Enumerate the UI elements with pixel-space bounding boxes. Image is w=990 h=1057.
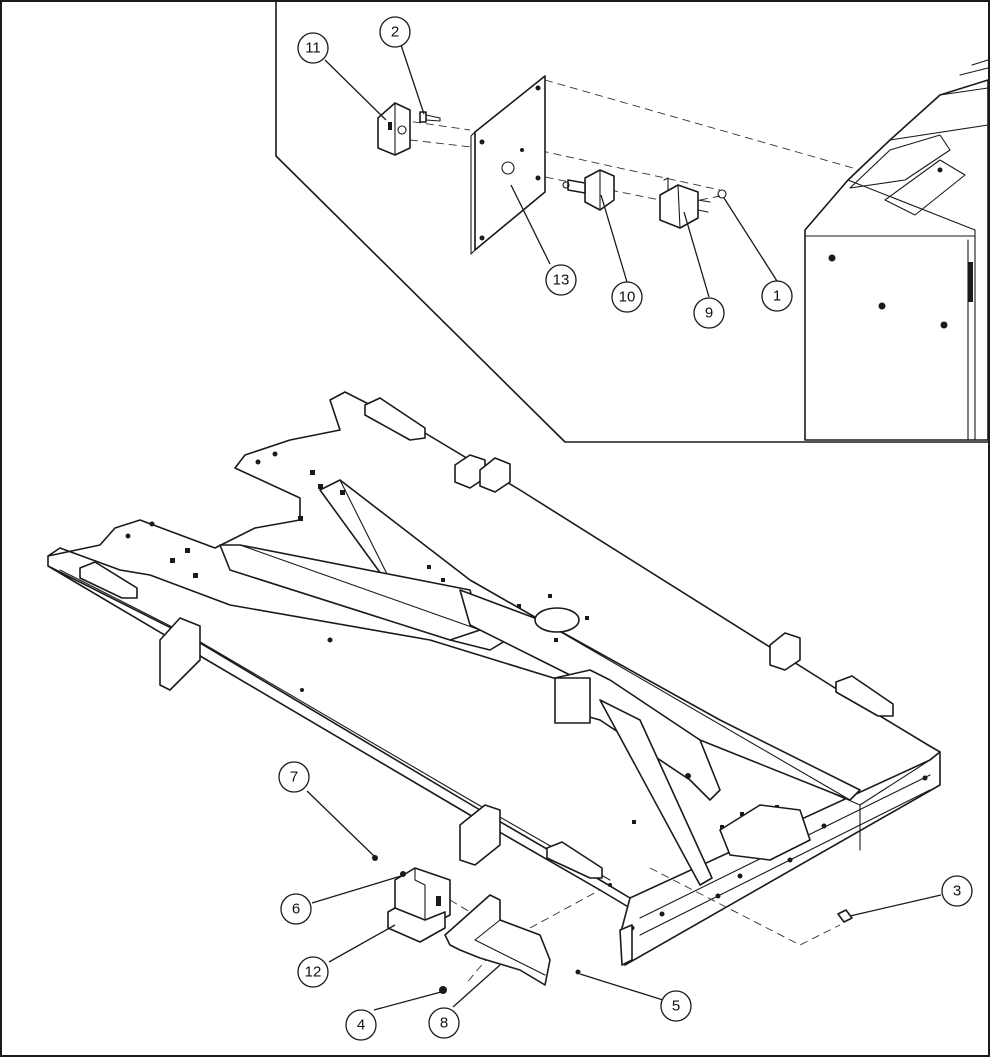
callout-label: 4 (357, 1017, 365, 1034)
part-5-screw (575, 969, 581, 975)
callout-circle (941, 875, 973, 907)
callout-label: 13 (553, 272, 570, 289)
callout-6: 6 (280, 893, 312, 925)
callout-label: 6 (292, 901, 300, 918)
part-6-washer (400, 871, 406, 877)
callout-7: 7 (278, 761, 310, 793)
callout-circle (761, 280, 793, 312)
callout-circle (345, 1009, 377, 1041)
part-1-washer (717, 189, 727, 199)
callout-label: 8 (440, 1015, 448, 1032)
callout-circle (693, 297, 725, 329)
callout-2: 2 (379, 16, 411, 48)
part-2-screw (419, 111, 441, 123)
callout-8: 8 (428, 1007, 460, 1039)
callout-circle (280, 893, 312, 925)
part-7-nut (372, 855, 378, 861)
detail-inset (275, 1, 989, 443)
inset-border (275, 1, 989, 443)
callout-label: 1 (773, 288, 781, 305)
leader-lines (306, 44, 942, 1011)
part-3-bolt (837, 909, 853, 923)
callout-13: 13 (545, 264, 577, 296)
callout-label: 3 (953, 883, 961, 900)
callout-circle (545, 264, 577, 296)
callout-label: 10 (619, 289, 636, 306)
callout-1: 1 (761, 280, 793, 312)
housing (804, 59, 989, 441)
callout-12: 12 (297, 956, 329, 988)
callout-circle (297, 956, 329, 988)
callout-label: 5 (672, 998, 680, 1015)
callout-label: 12 (305, 964, 322, 981)
callout-circle (660, 990, 692, 1022)
part-10-toggle-switch (562, 169, 615, 211)
main-frame (47, 391, 941, 966)
part-13-plate (470, 75, 546, 255)
callout-circle (297, 32, 329, 64)
callout-10: 10 (611, 281, 643, 313)
callout-5: 5 (660, 990, 692, 1022)
callout-4: 4 (345, 1009, 377, 1041)
callout-3: 3 (941, 875, 973, 907)
dash-3 (649, 867, 841, 946)
callout-circle (428, 1007, 460, 1039)
callout-9: 9 (693, 297, 725, 329)
part-11-bracket (377, 102, 411, 156)
callout-11: 11 (297, 32, 329, 64)
callout-label: 11 (305, 40, 321, 57)
part-12-relay (387, 867, 451, 943)
callout-circle (278, 761, 310, 793)
callout-label: 7 (290, 769, 298, 786)
part-9-breaker (659, 177, 711, 229)
part-8-bracket (444, 894, 551, 986)
callout-circle (611, 281, 643, 313)
callout-circle (379, 16, 411, 48)
callout-label: 9 (705, 305, 713, 322)
callout-label: 2 (391, 24, 399, 41)
